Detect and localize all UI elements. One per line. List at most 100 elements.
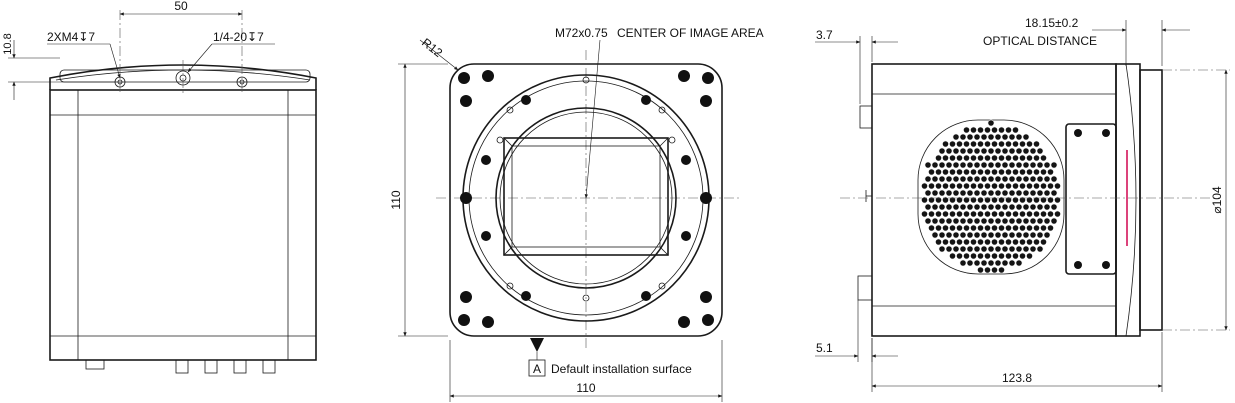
grille-hole xyxy=(1029,245,1037,253)
grille-hole xyxy=(1026,210,1033,218)
grille-hole xyxy=(984,266,991,274)
grille-hole xyxy=(1040,238,1047,246)
grille-hole xyxy=(931,217,939,225)
grille-hole xyxy=(1008,259,1016,267)
optical-distance-label: OPTICAL DISTANCE xyxy=(983,34,1097,48)
grille-hole xyxy=(1012,196,1019,204)
grille-hole xyxy=(945,217,953,225)
grille-hole xyxy=(991,196,998,204)
grille-hole xyxy=(921,182,928,190)
grille-hole xyxy=(945,231,953,239)
grille-hole xyxy=(1026,154,1033,162)
grille-hole xyxy=(1015,203,1023,211)
grille-hole xyxy=(984,252,991,260)
grille-hole xyxy=(963,140,970,148)
grille-hole xyxy=(942,224,949,232)
dim-110-horizontal-text: 110 xyxy=(576,381,595,395)
grille-hole xyxy=(1001,189,1009,197)
grille-hole xyxy=(1043,175,1051,183)
grille-hole xyxy=(935,168,942,176)
grille-hole xyxy=(935,210,942,218)
grille-hole xyxy=(994,231,1002,239)
grille-hole xyxy=(963,252,970,260)
grille-hole xyxy=(952,245,960,253)
grille-hole xyxy=(956,224,963,232)
grille-hole xyxy=(994,161,1002,169)
grille-hole xyxy=(970,224,977,232)
grille-hole xyxy=(984,196,991,204)
grille-hole xyxy=(1015,245,1023,253)
grille-hole xyxy=(949,140,956,148)
grille-hole xyxy=(928,196,935,204)
connector-2 xyxy=(175,359,189,374)
grille-hole xyxy=(945,147,953,155)
grille-hole xyxy=(977,168,984,176)
grille-hole xyxy=(931,161,939,169)
grille-hole xyxy=(987,217,995,225)
grille-hole xyxy=(998,252,1005,260)
grille-hole xyxy=(1012,154,1019,162)
grille-hole xyxy=(1019,224,1026,232)
grille-hole xyxy=(1026,182,1033,190)
grille-hole xyxy=(1054,210,1061,218)
grille-hole xyxy=(1036,203,1044,211)
grille-hole xyxy=(991,252,998,260)
grille-hole xyxy=(1005,210,1012,218)
grille-hole xyxy=(938,175,946,183)
grille-hole xyxy=(1033,238,1040,246)
grille-hole xyxy=(1001,245,1009,253)
grille-hole xyxy=(949,252,956,260)
grille-hole xyxy=(994,189,1002,197)
grille-hole xyxy=(963,182,970,190)
grille-hole xyxy=(966,175,974,183)
grille-hole xyxy=(1043,161,1051,169)
datum-box xyxy=(528,359,546,377)
grille-hole xyxy=(1001,161,1009,169)
grille-hole xyxy=(959,189,967,197)
grille-hole xyxy=(994,133,1002,141)
grille-hole xyxy=(987,203,995,211)
grille-hole xyxy=(966,203,974,211)
grille-hole xyxy=(1029,161,1037,169)
grille-hole xyxy=(959,217,967,225)
grille-hole xyxy=(959,259,967,267)
grille-hole xyxy=(980,231,988,239)
grille-hole xyxy=(977,252,984,260)
grille-hole xyxy=(1012,182,1019,190)
grille-hole xyxy=(956,210,963,218)
grille-hole xyxy=(991,266,998,274)
grille-hole xyxy=(987,133,995,141)
grille-hole xyxy=(984,224,991,232)
grille-hole xyxy=(994,147,1002,155)
grille-hole xyxy=(984,126,991,134)
grille-hole xyxy=(977,154,984,162)
grille-hole xyxy=(938,147,946,155)
grille-hole xyxy=(998,140,1005,148)
grille-hole xyxy=(928,210,935,218)
grille-hole xyxy=(970,168,977,176)
grille-hole xyxy=(942,140,949,148)
grille-hole xyxy=(963,210,970,218)
grille-hole xyxy=(959,231,967,239)
grille-hole xyxy=(970,182,977,190)
grille-hole xyxy=(994,245,1002,253)
grille-hole xyxy=(1043,231,1051,239)
grille-hole xyxy=(1012,224,1019,232)
grille-hole xyxy=(942,154,949,162)
grille-hole xyxy=(1005,154,1012,162)
grille-hole xyxy=(973,175,981,183)
grille-hole xyxy=(998,154,1005,162)
grille-hole xyxy=(984,182,991,190)
grille-hole xyxy=(977,140,984,148)
grille-hole xyxy=(1033,210,1040,218)
grille-hole xyxy=(987,147,995,155)
grille-hole xyxy=(980,259,988,267)
grille-hole xyxy=(1050,161,1058,169)
grille-hole xyxy=(1033,140,1040,148)
grille-hole xyxy=(938,189,946,197)
grille-hole xyxy=(1005,196,1012,204)
grille-hole xyxy=(942,168,949,176)
grille-hole xyxy=(928,224,935,232)
grille-hole xyxy=(956,154,963,162)
